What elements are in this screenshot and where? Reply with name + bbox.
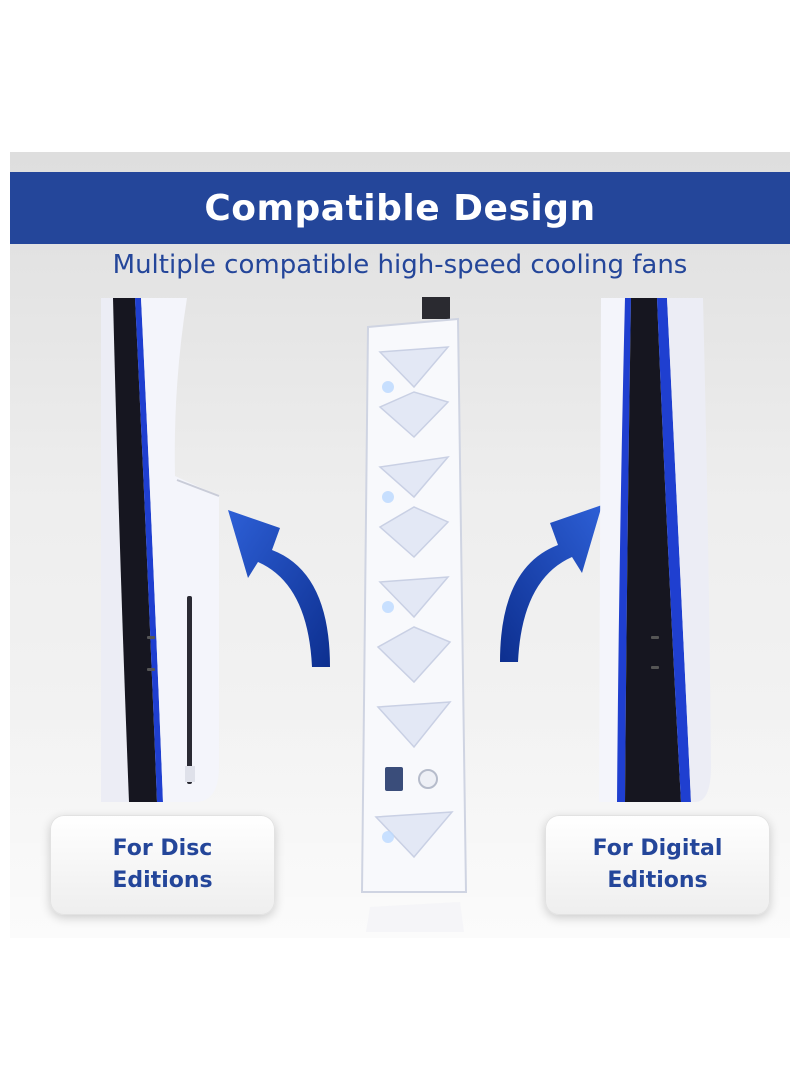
disc-label-line2: Editions <box>112 868 213 893</box>
banner-title: Compatible Design <box>204 187 596 229</box>
digital-label-line1: For Digital <box>592 836 723 861</box>
digital-edition-console <box>595 296 715 806</box>
title-banner: Compatible Design <box>10 172 790 244</box>
digital-edition-label: For Digital Editions <box>545 815 770 915</box>
disc-edition-label: For Disc Editions <box>50 815 275 915</box>
product-panel: Compatible Design Multiple compatible hi… <box>10 152 790 938</box>
subtitle: Multiple compatible high-speed cooling f… <box>112 250 688 280</box>
disc-label-line1: For Disc <box>112 836 213 861</box>
curved-arrow-icon <box>480 477 610 671</box>
disc-edition-console <box>95 296 225 806</box>
curved-arrow-icon <box>220 482 350 676</box>
power-button-icon <box>418 769 438 789</box>
cooling-fan-bracket <box>340 297 490 937</box>
digital-label-line2: Editions <box>607 868 708 893</box>
usb-port-icon <box>385 767 403 791</box>
